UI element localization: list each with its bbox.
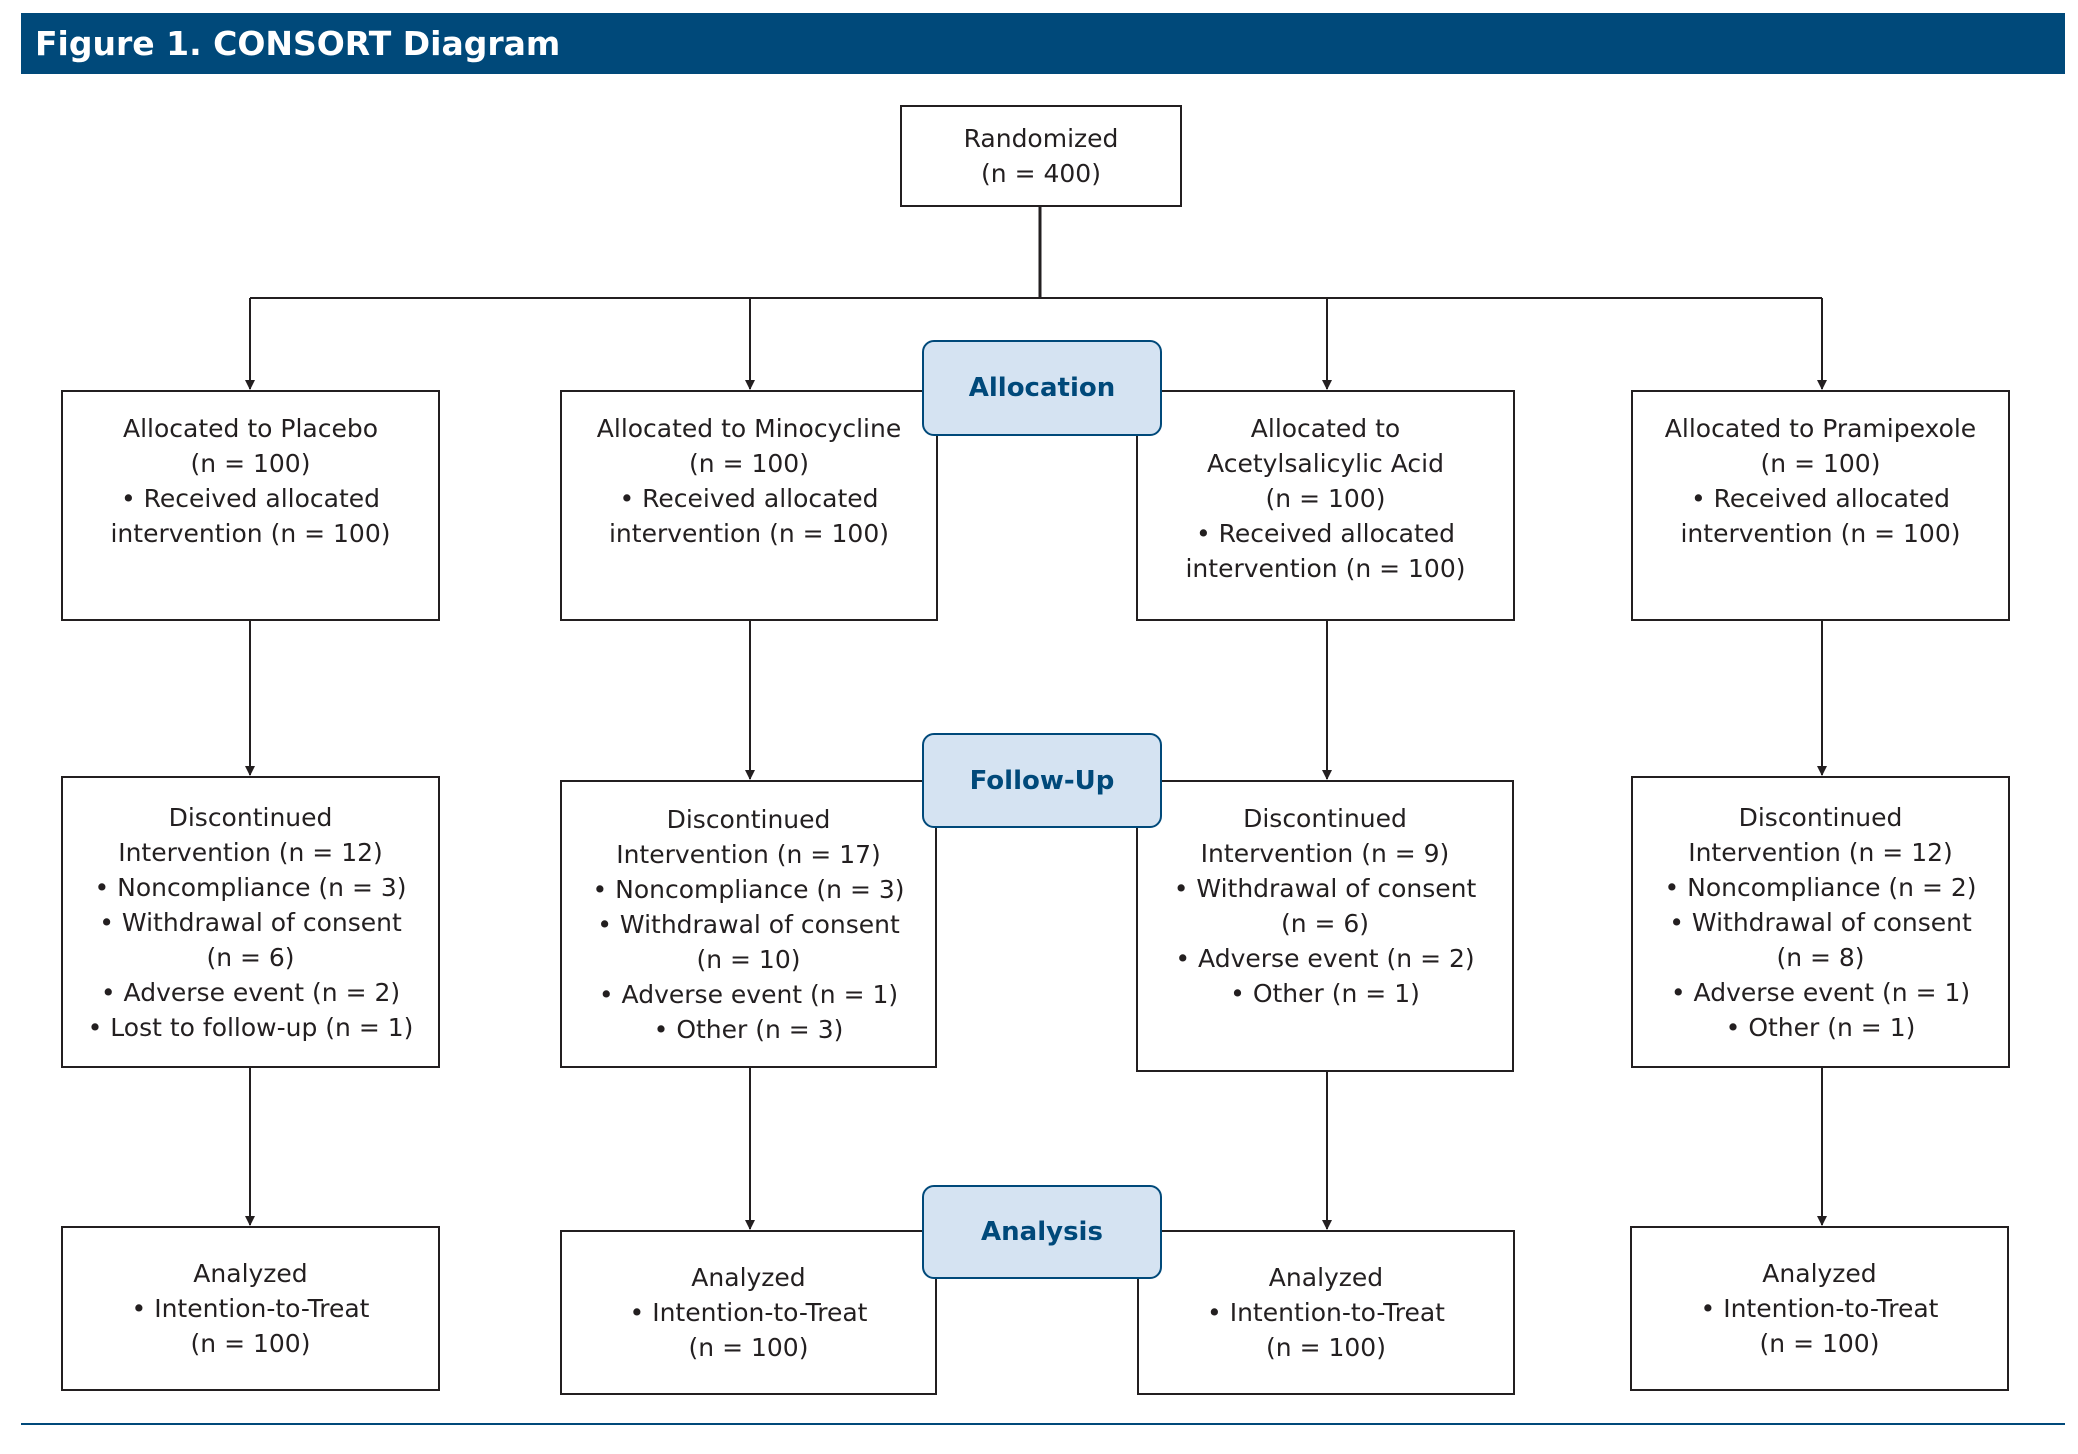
- analysis-box-pramipexole: Analyzed • Intention-to-Treat (n = 100): [1630, 1226, 2009, 1391]
- box-line: Allocated to Pramipexole: [1664, 414, 1977, 443]
- box-line: Intervention (n = 12): [118, 837, 383, 867]
- box-line: (n = 100): [1760, 449, 1881, 478]
- figure-title: Figure 1. CONSORT Diagram: [35, 24, 561, 63]
- box-line: • Other (n = 1): [1725, 1012, 1916, 1042]
- box-line: • Adverse event (n = 1): [1670, 977, 1971, 1007]
- followup-box-pramipexole: Discontinued Intervention (n = 12) • Non…: [1631, 776, 2010, 1068]
- box-line: intervention (n = 100): [1185, 554, 1466, 583]
- box-line: • Intention-to-Treat: [131, 1294, 370, 1323]
- box-line: • Received allocated: [1690, 484, 1950, 513]
- bottom-rule: [21, 1423, 2065, 1425]
- stage-label-analysis: Analysis: [922, 1185, 1162, 1279]
- box-line: (n = 6): [206, 942, 295, 972]
- stage-label-allocation: Allocation: [922, 340, 1162, 436]
- box-line: Intervention (n = 17): [616, 839, 881, 869]
- box-line: • Adverse event (n = 2): [1175, 944, 1475, 973]
- randomized-box: Randomized (n = 400): [900, 105, 1182, 207]
- analysis-box-acetylsalicylic-acid: Analyzed • Intention-to-Treat (n = 100): [1137, 1230, 1515, 1395]
- box-line: intervention (n = 100): [1680, 519, 1961, 548]
- box-line: • Withdrawal of consent: [99, 907, 402, 937]
- box-line: Allocated to Minocycline: [596, 414, 902, 443]
- box-line: Discontinued: [1243, 804, 1407, 833]
- box-line: Analyzed: [1268, 1263, 1384, 1292]
- box-line: • Lost to follow-up (n = 1): [87, 1012, 414, 1042]
- box-line: • Withdrawal of consent: [1669, 907, 1972, 937]
- box-line: Allocated to: [1250, 414, 1401, 443]
- box-line: Acetylsalicylic Acid: [1207, 449, 1444, 478]
- box-line: intervention (n = 100): [608, 519, 890, 548]
- box-line: • Noncompliance (n = 2): [1664, 872, 1977, 902]
- box-line: • Withdrawal of consent: [1173, 874, 1477, 903]
- box-line: • Noncompliance (n = 3): [592, 874, 905, 904]
- box-line: (n = 6): [1280, 909, 1370, 938]
- analysis-box-minocycline: Analyzed • Intention-to-Treat (n = 100): [560, 1230, 937, 1395]
- box-line: • Intention-to-Treat: [1700, 1294, 1939, 1323]
- box-line: Analyzed: [1762, 1259, 1877, 1288]
- box-line: • Noncompliance (n = 3): [94, 872, 407, 902]
- box-line: Analyzed: [691, 1263, 806, 1292]
- box-line: • Received allocated: [1195, 519, 1455, 548]
- box-line: (n = 100): [689, 449, 809, 478]
- allocation-box-placebo: Allocated to Placebo (n = 100) • Receive…: [61, 390, 440, 621]
- box-line: Discontinued: [1738, 802, 1903, 832]
- randomized-label: Randomized: [963, 124, 1119, 153]
- box-line: Discontinued: [168, 802, 333, 832]
- figure-title-bar: Figure 1. CONSORT Diagram: [21, 13, 2065, 74]
- box-line: • Other (n = 1): [1230, 979, 1420, 1008]
- box-line: Analyzed: [193, 1259, 308, 1288]
- box-line: (n = 100): [190, 1329, 311, 1358]
- stage-label-follow-up: Follow-Up: [922, 733, 1162, 828]
- followup-box-acetylsalicylic-acid: Discontinued Intervention (n = 9) • With…: [1136, 780, 1514, 1072]
- box-line: intervention (n = 100): [110, 519, 391, 548]
- box-line: (n = 100): [1265, 484, 1386, 513]
- box-line: Discontinued: [666, 804, 831, 834]
- allocation-box-acetylsalicylic-acid: Allocated to Acetylsalicylic Acid (n = 1…: [1136, 390, 1515, 621]
- followup-box-minocycline: Discontinued Intervention (n = 17) • Non…: [560, 780, 937, 1068]
- box-line: • Other (n = 3): [653, 1014, 844, 1044]
- box-line: (n = 100): [190, 449, 311, 478]
- analysis-box-placebo: Analyzed • Intention-to-Treat (n = 100): [61, 1226, 440, 1391]
- box-line: • Intention-to-Treat: [629, 1298, 868, 1327]
- box-line: • Received allocated: [619, 484, 879, 513]
- allocation-box-minocycline: Allocated to Minocycline (n = 100) • Rec…: [560, 390, 938, 621]
- box-line: • Adverse event (n = 1): [598, 979, 899, 1009]
- box-line: (n = 100): [1759, 1329, 1880, 1358]
- box-line: • Withdrawal of consent: [597, 909, 900, 939]
- box-line: Intervention (n = 12): [1688, 837, 1953, 867]
- box-line: Allocated to Placebo: [122, 414, 379, 443]
- box-line: • Adverse event (n = 2): [100, 977, 401, 1007]
- box-line: (n = 10): [696, 944, 801, 974]
- box-line: (n = 100): [688, 1333, 809, 1362]
- box-line: • Received allocated: [120, 484, 380, 513]
- box-line: Intervention (n = 9): [1200, 839, 1450, 868]
- box-line: (n = 100): [1266, 1333, 1386, 1362]
- allocation-box-pramipexole: Allocated to Pramipexole (n = 100) • Rec…: [1631, 390, 2010, 621]
- randomized-count: (n = 400): [981, 159, 1101, 188]
- box-line: • Intention-to-Treat: [1207, 1298, 1445, 1327]
- followup-box-placebo: Discontinued Intervention (n = 12) • Non…: [61, 776, 440, 1068]
- box-line: (n = 8): [1776, 942, 1865, 972]
